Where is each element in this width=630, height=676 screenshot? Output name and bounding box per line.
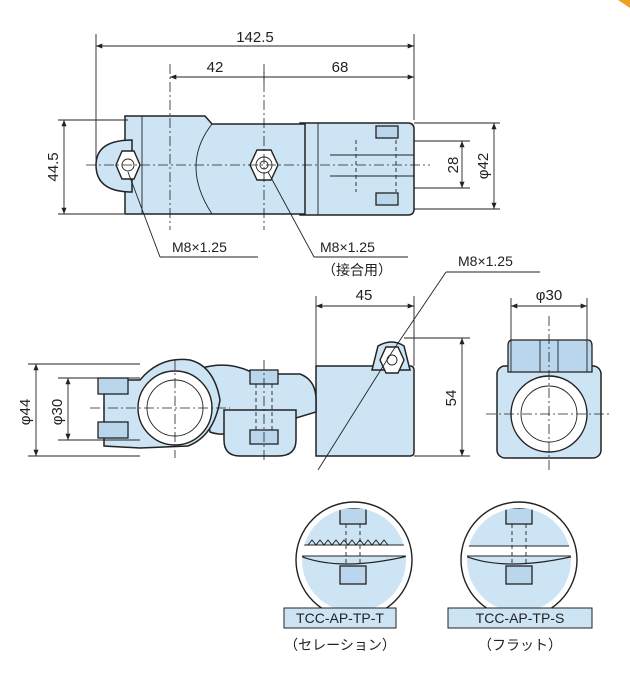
side-view: φ30 xyxy=(486,287,612,470)
corner-accent xyxy=(618,0,630,8)
callout-left-thread: M8×1.25 xyxy=(172,239,227,255)
dim-left-span: 42 xyxy=(207,59,224,76)
dim-overall-length: 142.5 xyxy=(236,29,274,46)
variant-code-s: TCC-AP-TP-S xyxy=(476,610,565,626)
variant-note-t: （セレーション） xyxy=(284,637,396,653)
dim-slot-width: 28 xyxy=(445,157,462,174)
callout-center-note: （接合用） xyxy=(322,262,392,278)
dim-right-span: 68 xyxy=(332,59,349,76)
variant-note-s: （フラット） xyxy=(478,637,562,653)
detail-flat: TCC-AP-TP-S （フラット） xyxy=(447,501,593,653)
dim-outer-dia: φ44 xyxy=(17,399,34,425)
dim-block-length: 45 xyxy=(356,287,373,304)
variant-code-t: TCC-AP-TP-T xyxy=(296,610,384,626)
variant-code-box-t xyxy=(283,607,397,629)
callout-center-thread: M8×1.25 xyxy=(320,239,375,255)
dim-outer-dia-top: φ42 xyxy=(475,153,492,179)
detail-serration: TCC-AP-TP-T （セレーション） xyxy=(283,501,413,653)
dim-block-height: 54 xyxy=(443,390,460,407)
front-view: φ44 φ30 45 54 M8×1.25 xyxy=(17,253,540,471)
callout-front-thread: M8×1.25 xyxy=(458,253,513,269)
dim-side-dia: φ30 xyxy=(536,287,562,304)
top-view: 142.5 42 68 44.5 28 φ42 M8×1.25 M8×1.25 … xyxy=(45,29,500,278)
variant-code-box-s xyxy=(447,607,593,629)
dim-inner-dia: φ30 xyxy=(49,399,66,425)
dim-height: 44.5 xyxy=(45,152,62,181)
